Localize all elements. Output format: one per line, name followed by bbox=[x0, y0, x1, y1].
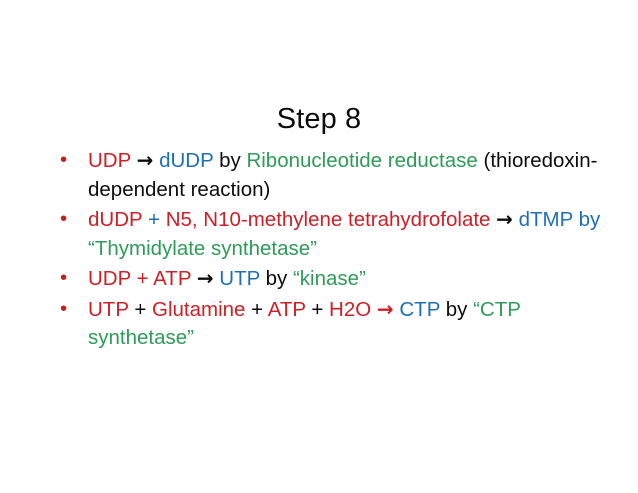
text-run: by bbox=[445, 297, 474, 321]
list-item: • dUDP + N5, N10-methylene tetrahydrofola… bbox=[52, 205, 612, 263]
text-run: UDP bbox=[88, 149, 137, 172]
text-run: “Thymidylate synthetase” bbox=[88, 236, 318, 260]
bullet-list: • UDP → dUDP by Ribonucleotide reductase … bbox=[52, 146, 612, 354]
text-run: H2O bbox=[323, 297, 377, 321]
text-run: “CTP synthetase” bbox=[88, 297, 527, 350]
text-run: by bbox=[219, 149, 247, 172]
list-item-text: UTP + Glutamine + ATP + H2O → CTP by “CT… bbox=[88, 295, 612, 353]
bullet-point-icon: • bbox=[60, 296, 68, 320]
text-run: CTP bbox=[393, 297, 446, 321]
text-run: N5, N10-methylene tetrahydrofolate bbox=[160, 208, 497, 231]
bullet-point-icon: • bbox=[60, 207, 68, 230]
text-run: UTP bbox=[213, 267, 266, 290]
bullet-point-icon: • bbox=[60, 148, 68, 171]
text-run: UTP bbox=[88, 297, 135, 321]
list-item-text: UDP + ATP → UTP by “kinase” bbox=[88, 264, 612, 294]
text-run: + bbox=[148, 208, 160, 231]
text-run: Glutamine bbox=[146, 297, 252, 321]
text-run: UDP + ATP bbox=[88, 267, 197, 290]
text-run: dUDP bbox=[153, 149, 220, 172]
page-title: Step 8 bbox=[276, 103, 362, 135]
text-run: Ribonucleotide reductase bbox=[246, 149, 478, 172]
list-item: • UTP + Glutamine + ATP + H2O → CTP by “C… bbox=[52, 295, 612, 353]
arrow-icon: → bbox=[196, 266, 214, 290]
text-run: + bbox=[251, 297, 264, 321]
text-run: dTMP by bbox=[512, 208, 606, 231]
list-item-text: dUDP + N5, N10-methylene tetrahydrofolat… bbox=[88, 205, 612, 263]
text-run: by bbox=[265, 267, 293, 290]
text-run: (thioredoxin-dependent reaction) bbox=[88, 149, 598, 201]
list-item: • UDP + ATP → UTP by “kinase” bbox=[52, 264, 612, 294]
bullet-point-icon: • bbox=[60, 266, 68, 289]
arrow-icon: → bbox=[496, 207, 513, 231]
list-item: • UDP → dUDP by Ribonucleotide reductase … bbox=[52, 146, 612, 204]
arrow-icon: → bbox=[376, 296, 394, 321]
text-run: dUDP bbox=[88, 208, 149, 231]
text-run: + bbox=[134, 297, 147, 321]
text-run: “kinase” bbox=[292, 267, 366, 290]
text-run: ATP bbox=[263, 297, 312, 321]
arrow-icon: → bbox=[136, 148, 154, 172]
text-run: + bbox=[311, 297, 324, 321]
list-item-text: UDP → dUDP by Ribonucleotide reductase (… bbox=[88, 146, 612, 204]
